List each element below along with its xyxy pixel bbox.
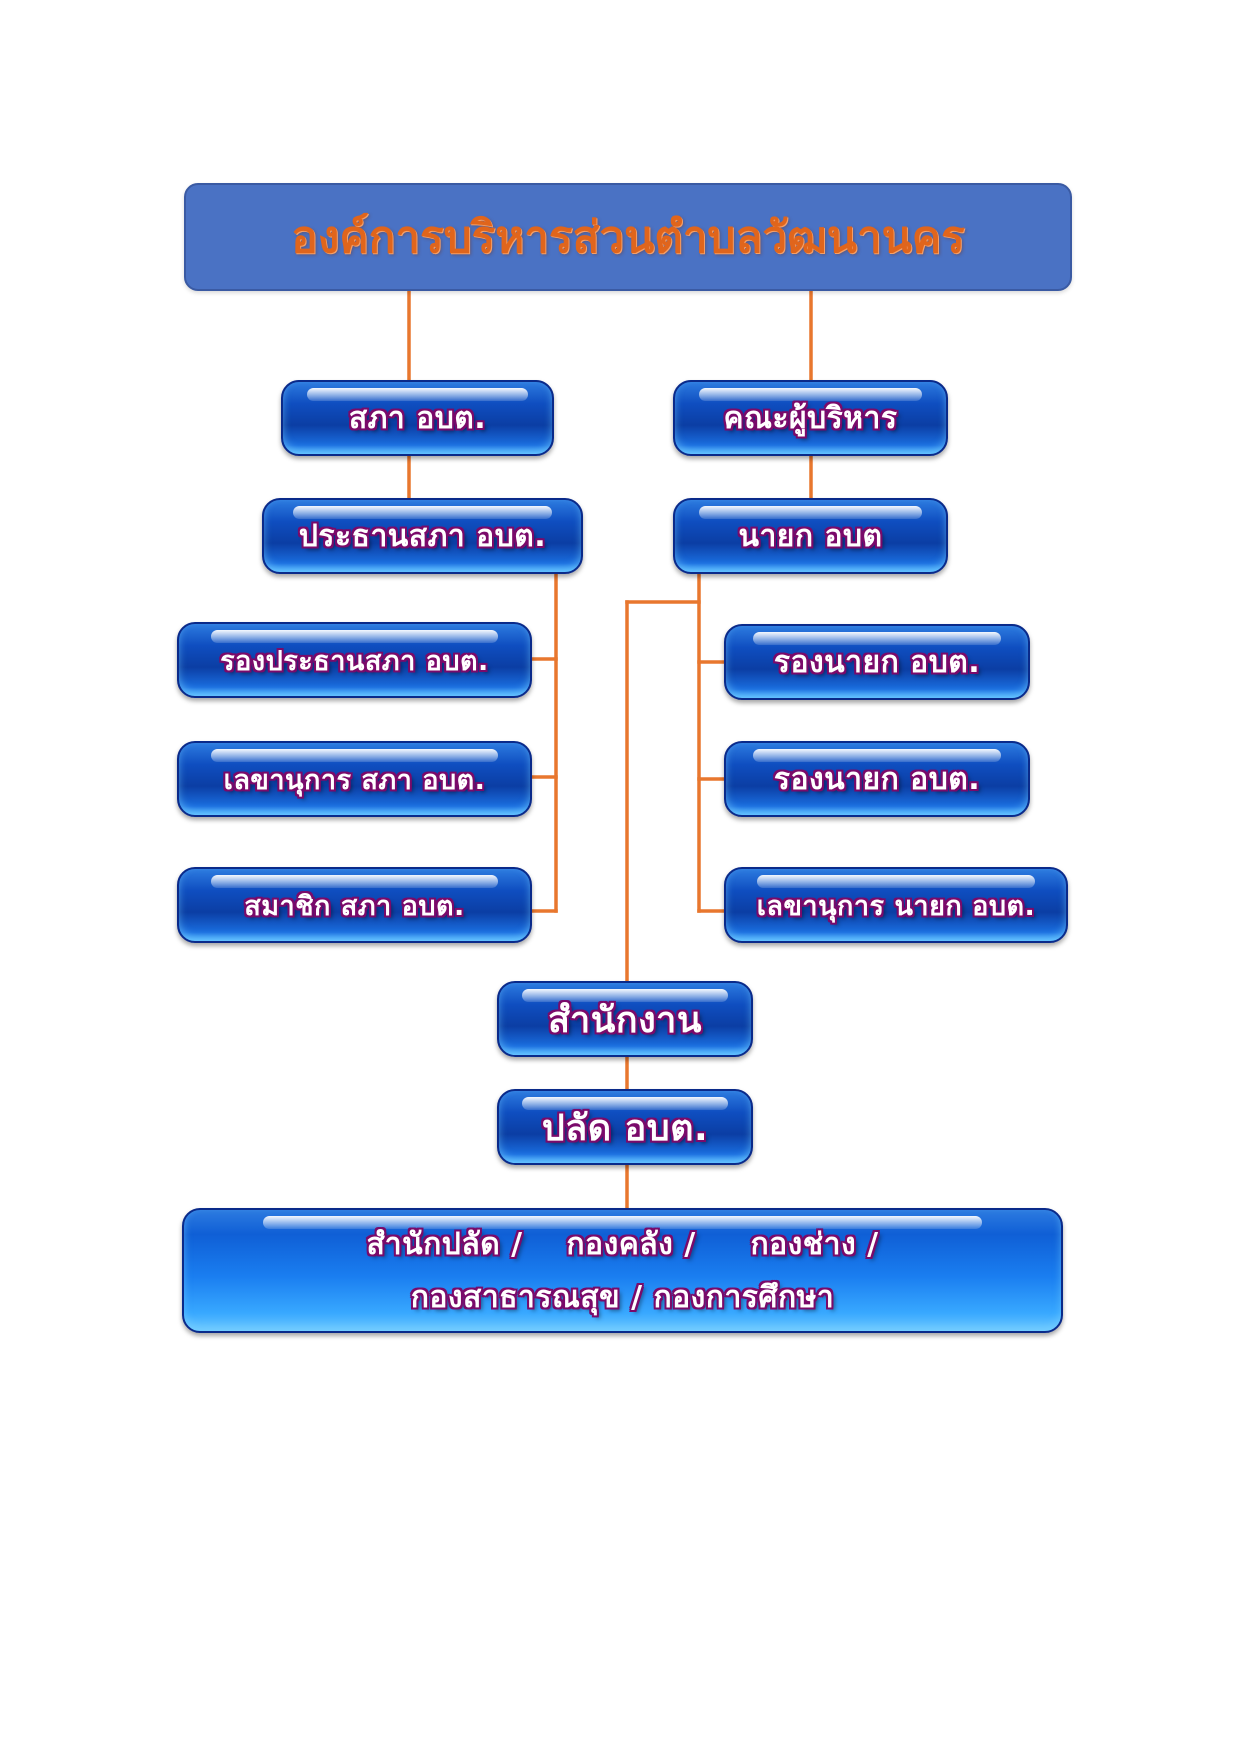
org-title-banner: องค์การบริหารส่วนตำบลวัฒนานคร [184, 183, 1072, 291]
node-vice-mayor-2-label: รองนายก อบต. [773, 761, 981, 797]
node-council-secretary-label: เลขานุการ สภา อบต. [223, 764, 486, 796]
node-chief-admin: ปลัด อบต. [497, 1089, 753, 1165]
node-office-label: สำนักงาน [548, 999, 702, 1041]
node-mayor-label: นายก อบต [738, 518, 883, 554]
node-council-president-label: ประธานสภา อบต. [298, 518, 547, 554]
node-council-member: สมาชิก สภา อบต. [177, 867, 532, 943]
node-departments-line2: กองสาธารณสุข / กองการศึกษา [410, 1279, 835, 1315]
node-departments-lines: สำนักปลัด / กองคลัง / กองช่าง / กองสาธาร… [366, 1221, 878, 1321]
node-vice-council-president: รองประธานสภา อบต. [177, 622, 532, 698]
node-vice-council-president-label: รองประธานสภา อบต. [220, 645, 489, 677]
node-council-secretary: เลขานุการ สภา อบต. [177, 741, 532, 817]
org-title: องค์การบริหารส่วนตำบลวัฒนานคร [291, 212, 965, 263]
node-vice-mayor-1-label: รองนายก อบต. [773, 644, 981, 680]
node-office: สำนักงาน [497, 981, 753, 1057]
node-council: สภา อบต. [281, 380, 554, 456]
node-mayor-secretary-label: เลขานุการ นายก อบต. [756, 890, 1036, 922]
node-executive-board-label: คณะผู้บริหาร [723, 400, 898, 436]
node-departments: สำนักปลัด / กองคลัง / กองช่าง / กองสาธาร… [182, 1208, 1063, 1333]
node-executive-board: คณะผู้บริหาร [673, 380, 948, 456]
node-council-member-label: สมาชิก สภา อบต. [244, 890, 465, 922]
node-departments-line1: สำนักปลัด / กองคลัง / กองช่าง / [366, 1226, 879, 1262]
node-mayor-secretary: เลขานุการ นายก อบต. [724, 867, 1068, 943]
node-council-label: สภา อบต. [348, 400, 487, 436]
node-vice-mayor-1: รองนายก อบต. [724, 624, 1030, 700]
node-chief-admin-label: ปลัด อบต. [541, 1107, 709, 1149]
node-mayor: นายก อบต [673, 498, 948, 574]
node-council-president: ประธานสภา อบต. [262, 498, 583, 574]
node-vice-mayor-2: รองนายก อบต. [724, 741, 1030, 817]
